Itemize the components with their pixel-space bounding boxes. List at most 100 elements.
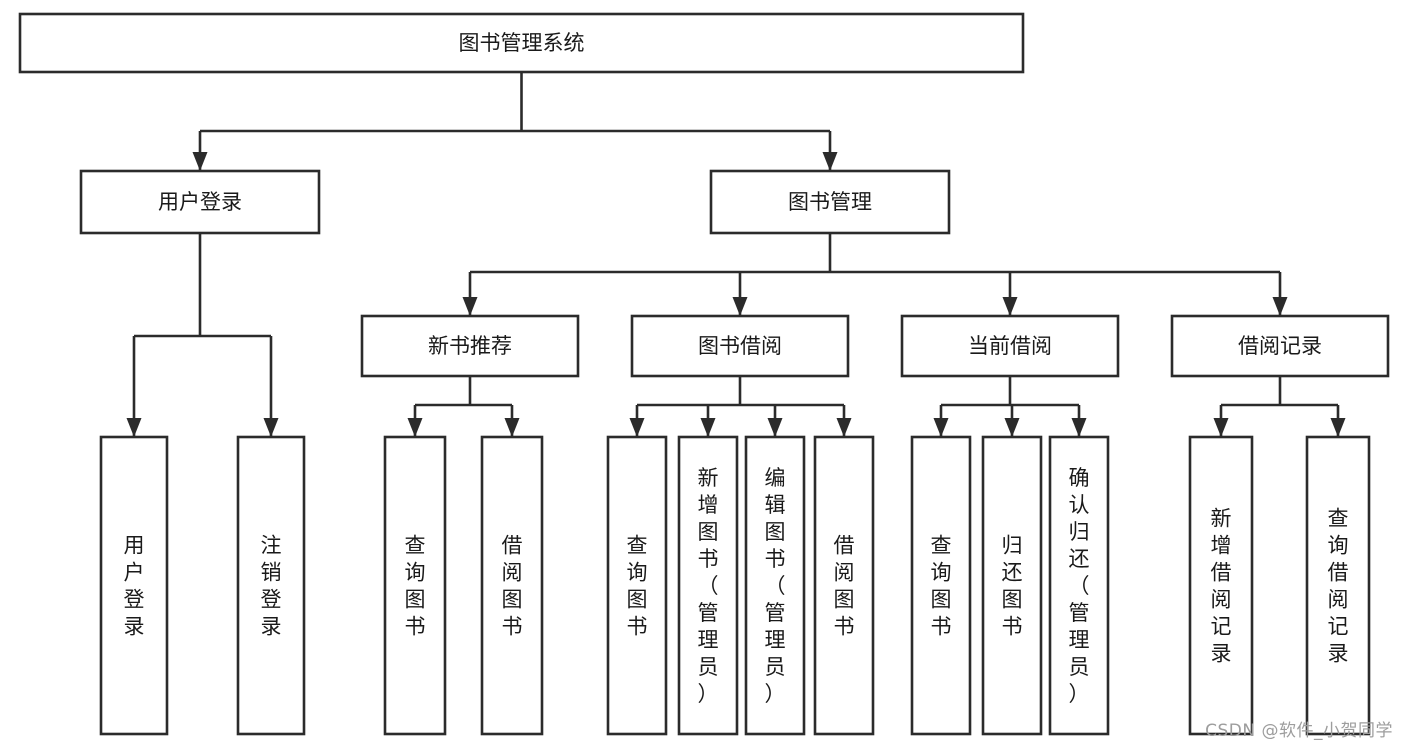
node-box-book-borrow[interactable] — [630, 314, 850, 378]
node-box-leaf-query-book-2[interactable] — [606, 435, 668, 736]
node-box-leaf-add-book[interactable] — [677, 435, 739, 736]
svg-text:图: 图 — [502, 588, 523, 612]
svg-text:图: 图 — [1002, 588, 1023, 612]
svg-text:图: 图 — [698, 520, 719, 544]
node-box-user-login[interactable] — [79, 169, 321, 235]
svg-text:记: 记 — [1328, 615, 1349, 639]
svg-text:（: （ — [765, 574, 786, 598]
svg-text:借: 借 — [1211, 561, 1232, 585]
node-box-leaf-borrow-book-1[interactable] — [480, 435, 544, 736]
arrow-head — [407, 418, 423, 437]
svg-text:书: 书 — [765, 547, 786, 571]
arrow-head — [1002, 297, 1018, 316]
arrow-head — [1272, 297, 1288, 316]
svg-text:查: 查 — [405, 534, 426, 558]
svg-text:借: 借 — [834, 534, 855, 558]
svg-text:登: 登 — [261, 588, 282, 612]
arrow-head — [126, 418, 142, 437]
svg-text:记: 记 — [1211, 615, 1232, 639]
node-box-leaf-edit-book[interactable] — [744, 435, 806, 736]
svg-text:书: 书 — [502, 615, 523, 639]
node-label-new-book-recommend: 新书推荐 — [428, 334, 512, 358]
svg-text:还: 还 — [1069, 547, 1090, 571]
svg-text:借: 借 — [1328, 561, 1349, 585]
svg-text:查: 查 — [931, 534, 952, 558]
arrow-head — [192, 152, 208, 171]
svg-text:理: 理 — [698, 628, 719, 652]
svg-text:理: 理 — [765, 628, 786, 652]
svg-text:录: 录 — [1211, 642, 1232, 666]
svg-text:新: 新 — [698, 466, 719, 490]
svg-text:销: 销 — [261, 561, 282, 585]
node-box-leaf-logout-login[interactable] — [236, 435, 306, 736]
svg-text:图: 图 — [405, 588, 426, 612]
svg-text:）: ） — [698, 682, 719, 706]
svg-text:录: 录 — [1328, 642, 1349, 666]
node-label-borrow-record: 借阅记录 — [1238, 334, 1322, 358]
svg-text:认: 认 — [1069, 493, 1090, 517]
arrow-head — [836, 418, 852, 437]
svg-text:书: 书 — [698, 547, 719, 571]
node-box-borrow-record[interactable] — [1170, 314, 1390, 378]
svg-text:询: 询 — [627, 561, 648, 585]
svg-text:用: 用 — [124, 534, 145, 558]
svg-text:增: 增 — [1211, 534, 1232, 558]
svg-text:询: 询 — [1328, 534, 1349, 558]
svg-text:员: 员 — [698, 655, 719, 679]
arrow-head — [822, 152, 838, 171]
node-box-book-management[interactable] — [709, 169, 951, 235]
svg-text:管: 管 — [1069, 601, 1090, 625]
node-box-new-book-recommend[interactable] — [360, 314, 580, 378]
arrow-head — [263, 418, 279, 437]
svg-text:管: 管 — [698, 601, 719, 625]
svg-text:图: 图 — [834, 588, 855, 612]
node-box-root[interactable] — [18, 12, 1025, 74]
arrow-head — [629, 418, 645, 437]
arrow-head — [732, 297, 748, 316]
svg-text:注: 注 — [261, 534, 282, 558]
svg-text:阅: 阅 — [1211, 588, 1232, 612]
svg-text:编: 编 — [765, 466, 786, 490]
svg-text:书: 书 — [931, 615, 952, 639]
node-label-current-borrow: 当前借阅 — [968, 334, 1052, 358]
svg-text:询: 询 — [931, 561, 952, 585]
svg-text:员: 员 — [1069, 655, 1090, 679]
svg-text:增: 增 — [698, 493, 719, 517]
node-box-leaf-confirm-return[interactable] — [1048, 435, 1110, 736]
svg-text:理: 理 — [1069, 628, 1090, 652]
svg-text:书: 书 — [627, 615, 648, 639]
svg-text:还: 还 — [1002, 561, 1023, 585]
node-box-leaf-add-record[interactable] — [1188, 435, 1254, 736]
svg-text:询: 询 — [405, 561, 426, 585]
node-box-leaf-query-book-1[interactable] — [383, 435, 447, 736]
svg-text:户: 户 — [124, 561, 145, 585]
svg-text:图: 图 — [931, 588, 952, 612]
node-box-leaf-return-book[interactable] — [981, 435, 1043, 736]
svg-text:阅: 阅 — [834, 561, 855, 585]
node-box-leaf-query-record[interactable] — [1305, 435, 1371, 736]
node-label-root: 图书管理系统 — [459, 31, 585, 55]
svg-text:录: 录 — [124, 615, 145, 639]
svg-text:登: 登 — [124, 588, 145, 612]
node-box-leaf-borrow-book-2[interactable] — [813, 435, 875, 736]
node-box-leaf-user-login[interactable] — [99, 435, 169, 736]
svg-text:书: 书 — [405, 615, 426, 639]
svg-text:书: 书 — [1002, 615, 1023, 639]
node-box-current-borrow[interactable] — [900, 314, 1120, 378]
svg-text:图: 图 — [765, 520, 786, 544]
svg-text:阅: 阅 — [1328, 588, 1349, 612]
node-label-leaf-user-login: 用户登录 — [124, 534, 145, 639]
svg-text:）: ） — [1069, 682, 1090, 706]
node-box-leaf-query-book-3[interactable] — [910, 435, 972, 736]
node-label-user-login: 用户登录 — [158, 190, 242, 214]
svg-text:图: 图 — [627, 588, 648, 612]
